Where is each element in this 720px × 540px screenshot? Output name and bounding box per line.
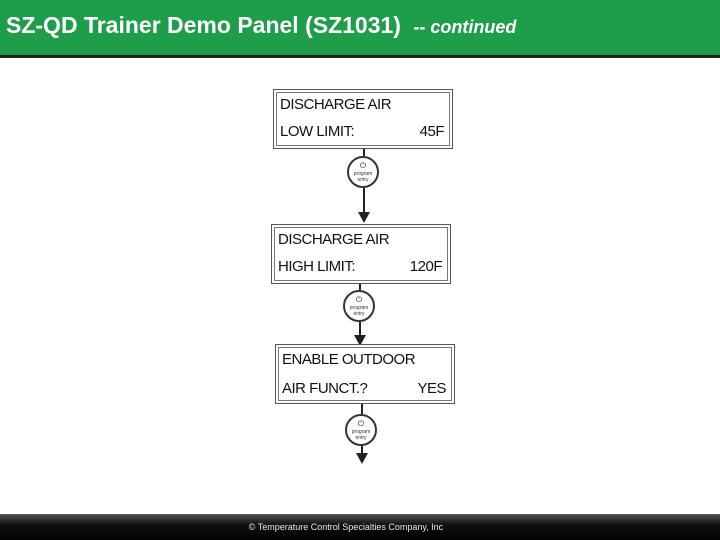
flow-connector (359, 322, 361, 337)
flow-connector (363, 149, 365, 156)
down-arrow-icon (358, 212, 370, 223)
lcd-line-1: ENABLE OUTDOOR (282, 351, 416, 368)
lcd-line-2: HIGH LIMIT: 120F (278, 258, 443, 275)
flow-connector (361, 404, 363, 414)
copyright-text: © Temperature Control Specialties Compan… (248, 522, 444, 532)
flow-connector (363, 188, 365, 212)
lcd-line-1: DISCHARGE AIR (280, 96, 392, 113)
enter-icon: ⏻ (357, 419, 365, 428)
down-arrow-icon (354, 335, 366, 346)
lcd-line-1: DISCHARGE AIR (278, 231, 390, 248)
enter-icon: ⏻ (359, 161, 367, 170)
slide-title-main: SZ-QD Trainer Demo Panel (SZ1031) (6, 12, 401, 38)
setting-value: YES (417, 380, 446, 397)
footer-bar: © Temperature Control Specialties Compan… (0, 514, 720, 540)
lcd-screen-low-limit: DISCHARGE AIR LOW LIMIT: 45F (273, 89, 453, 149)
setting-label: AIR FUNCT.? (282, 380, 368, 397)
flow-connector (359, 284, 361, 290)
lcd-screen-outdoor-air: ENABLE OUTDOOR AIR FUNCT.? YES (275, 344, 455, 404)
down-arrow-icon (356, 453, 368, 464)
title-bar: SZ-QD Trainer Demo Panel (SZ1031) -- con… (0, 0, 720, 58)
setting-value: 120F (409, 258, 443, 275)
flow-connector (361, 446, 363, 454)
slide-title-continued: -- continued (413, 17, 517, 37)
setting-label: HIGH LIMIT: (278, 258, 356, 275)
lcd-line-2: AIR FUNCT.? YES (282, 380, 446, 397)
lcd-line-2: LOW LIMIT: 45F (280, 123, 445, 140)
lcd-screen-high-limit: DISCHARGE AIR HIGH LIMIT: 120F (271, 224, 451, 284)
setting-value: 45F (419, 123, 445, 140)
slide-title: SZ-QD Trainer Demo Panel (SZ1031) -- con… (6, 12, 516, 39)
enter-icon: ⏻ (355, 295, 363, 304)
setting-label: LOW LIMIT: (280, 123, 355, 140)
